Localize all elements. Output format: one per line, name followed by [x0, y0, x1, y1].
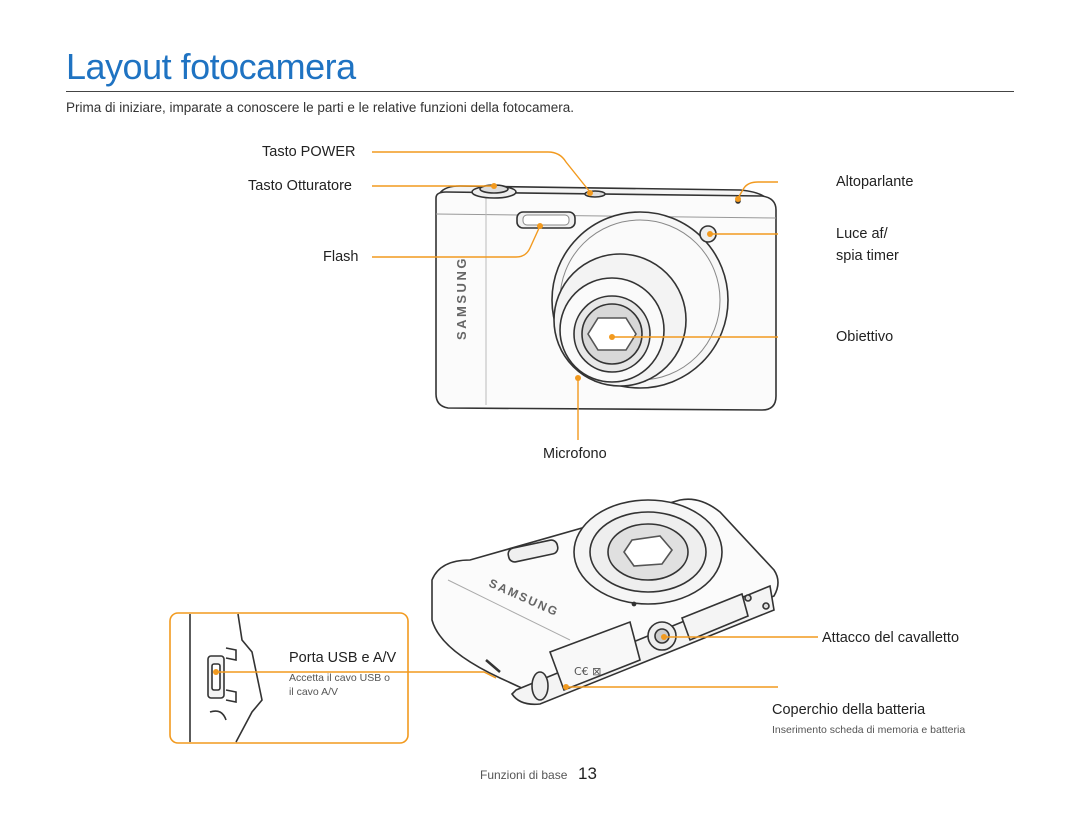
label-shutter-button: Tasto Otturatore — [248, 178, 352, 194]
footer-section: Funzioni di base — [480, 768, 568, 782]
page-title: Layout fotocamera — [66, 46, 356, 87]
battery-description: Inserimento scheda di memoria e batteria — [772, 724, 966, 736]
label-battery-cover: Coperchio della batteria — [772, 702, 926, 718]
bottom-leader-lines — [216, 636, 818, 688]
page-number: 13 — [578, 764, 597, 783]
label-self-timer: spia timer — [836, 248, 899, 264]
front-leader-lines — [372, 151, 778, 440]
brand-logo-front: SAMSUNG — [454, 256, 469, 340]
label-flash: Flash — [323, 249, 359, 265]
usb-description-line1: Accetta il cavo USB o — [289, 672, 390, 684]
label-speaker: Altoparlante — [836, 174, 914, 190]
label-af-light: Luce af/ — [836, 226, 888, 242]
label-tripod-mount: Attacco del cavalletto — [822, 630, 960, 646]
intro-text: Prima di iniziare, imparate a conoscere … — [66, 100, 574, 115]
label-power-button: Tasto POWER — [262, 144, 356, 160]
bottom-leader-dots — [213, 634, 667, 690]
front-leader-dots — [491, 183, 741, 381]
camera-front-illustration — [435, 184, 777, 411]
usb-inset — [169, 612, 409, 744]
title-divider — [66, 91, 1014, 92]
label-usb-port: Porta USB e A/V — [289, 650, 397, 666]
label-lens: Obiettivo — [836, 329, 894, 345]
usb-description-line2: il cavo A/V — [289, 686, 339, 698]
battery-marks: C€ ⊠ — [574, 665, 601, 678]
camera-bottom-illustration — [431, 498, 779, 706]
label-microphone: Microfono — [543, 446, 607, 462]
